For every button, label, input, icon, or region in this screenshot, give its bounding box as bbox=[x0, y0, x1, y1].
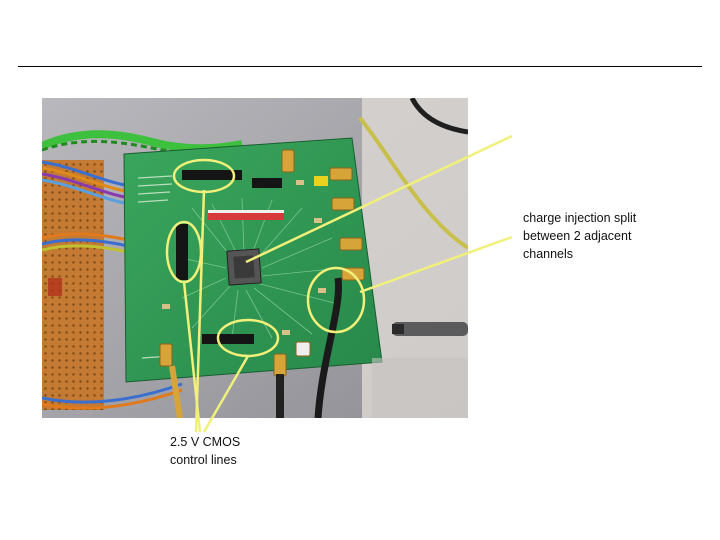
test-board-photo bbox=[42, 98, 468, 418]
cmos-control-lines-caption: 2.5 V CMOS control lines bbox=[170, 435, 241, 467]
header-divider bbox=[18, 66, 702, 67]
charge-injection-caption: charge injection split between 2 adjacen… bbox=[523, 211, 637, 261]
